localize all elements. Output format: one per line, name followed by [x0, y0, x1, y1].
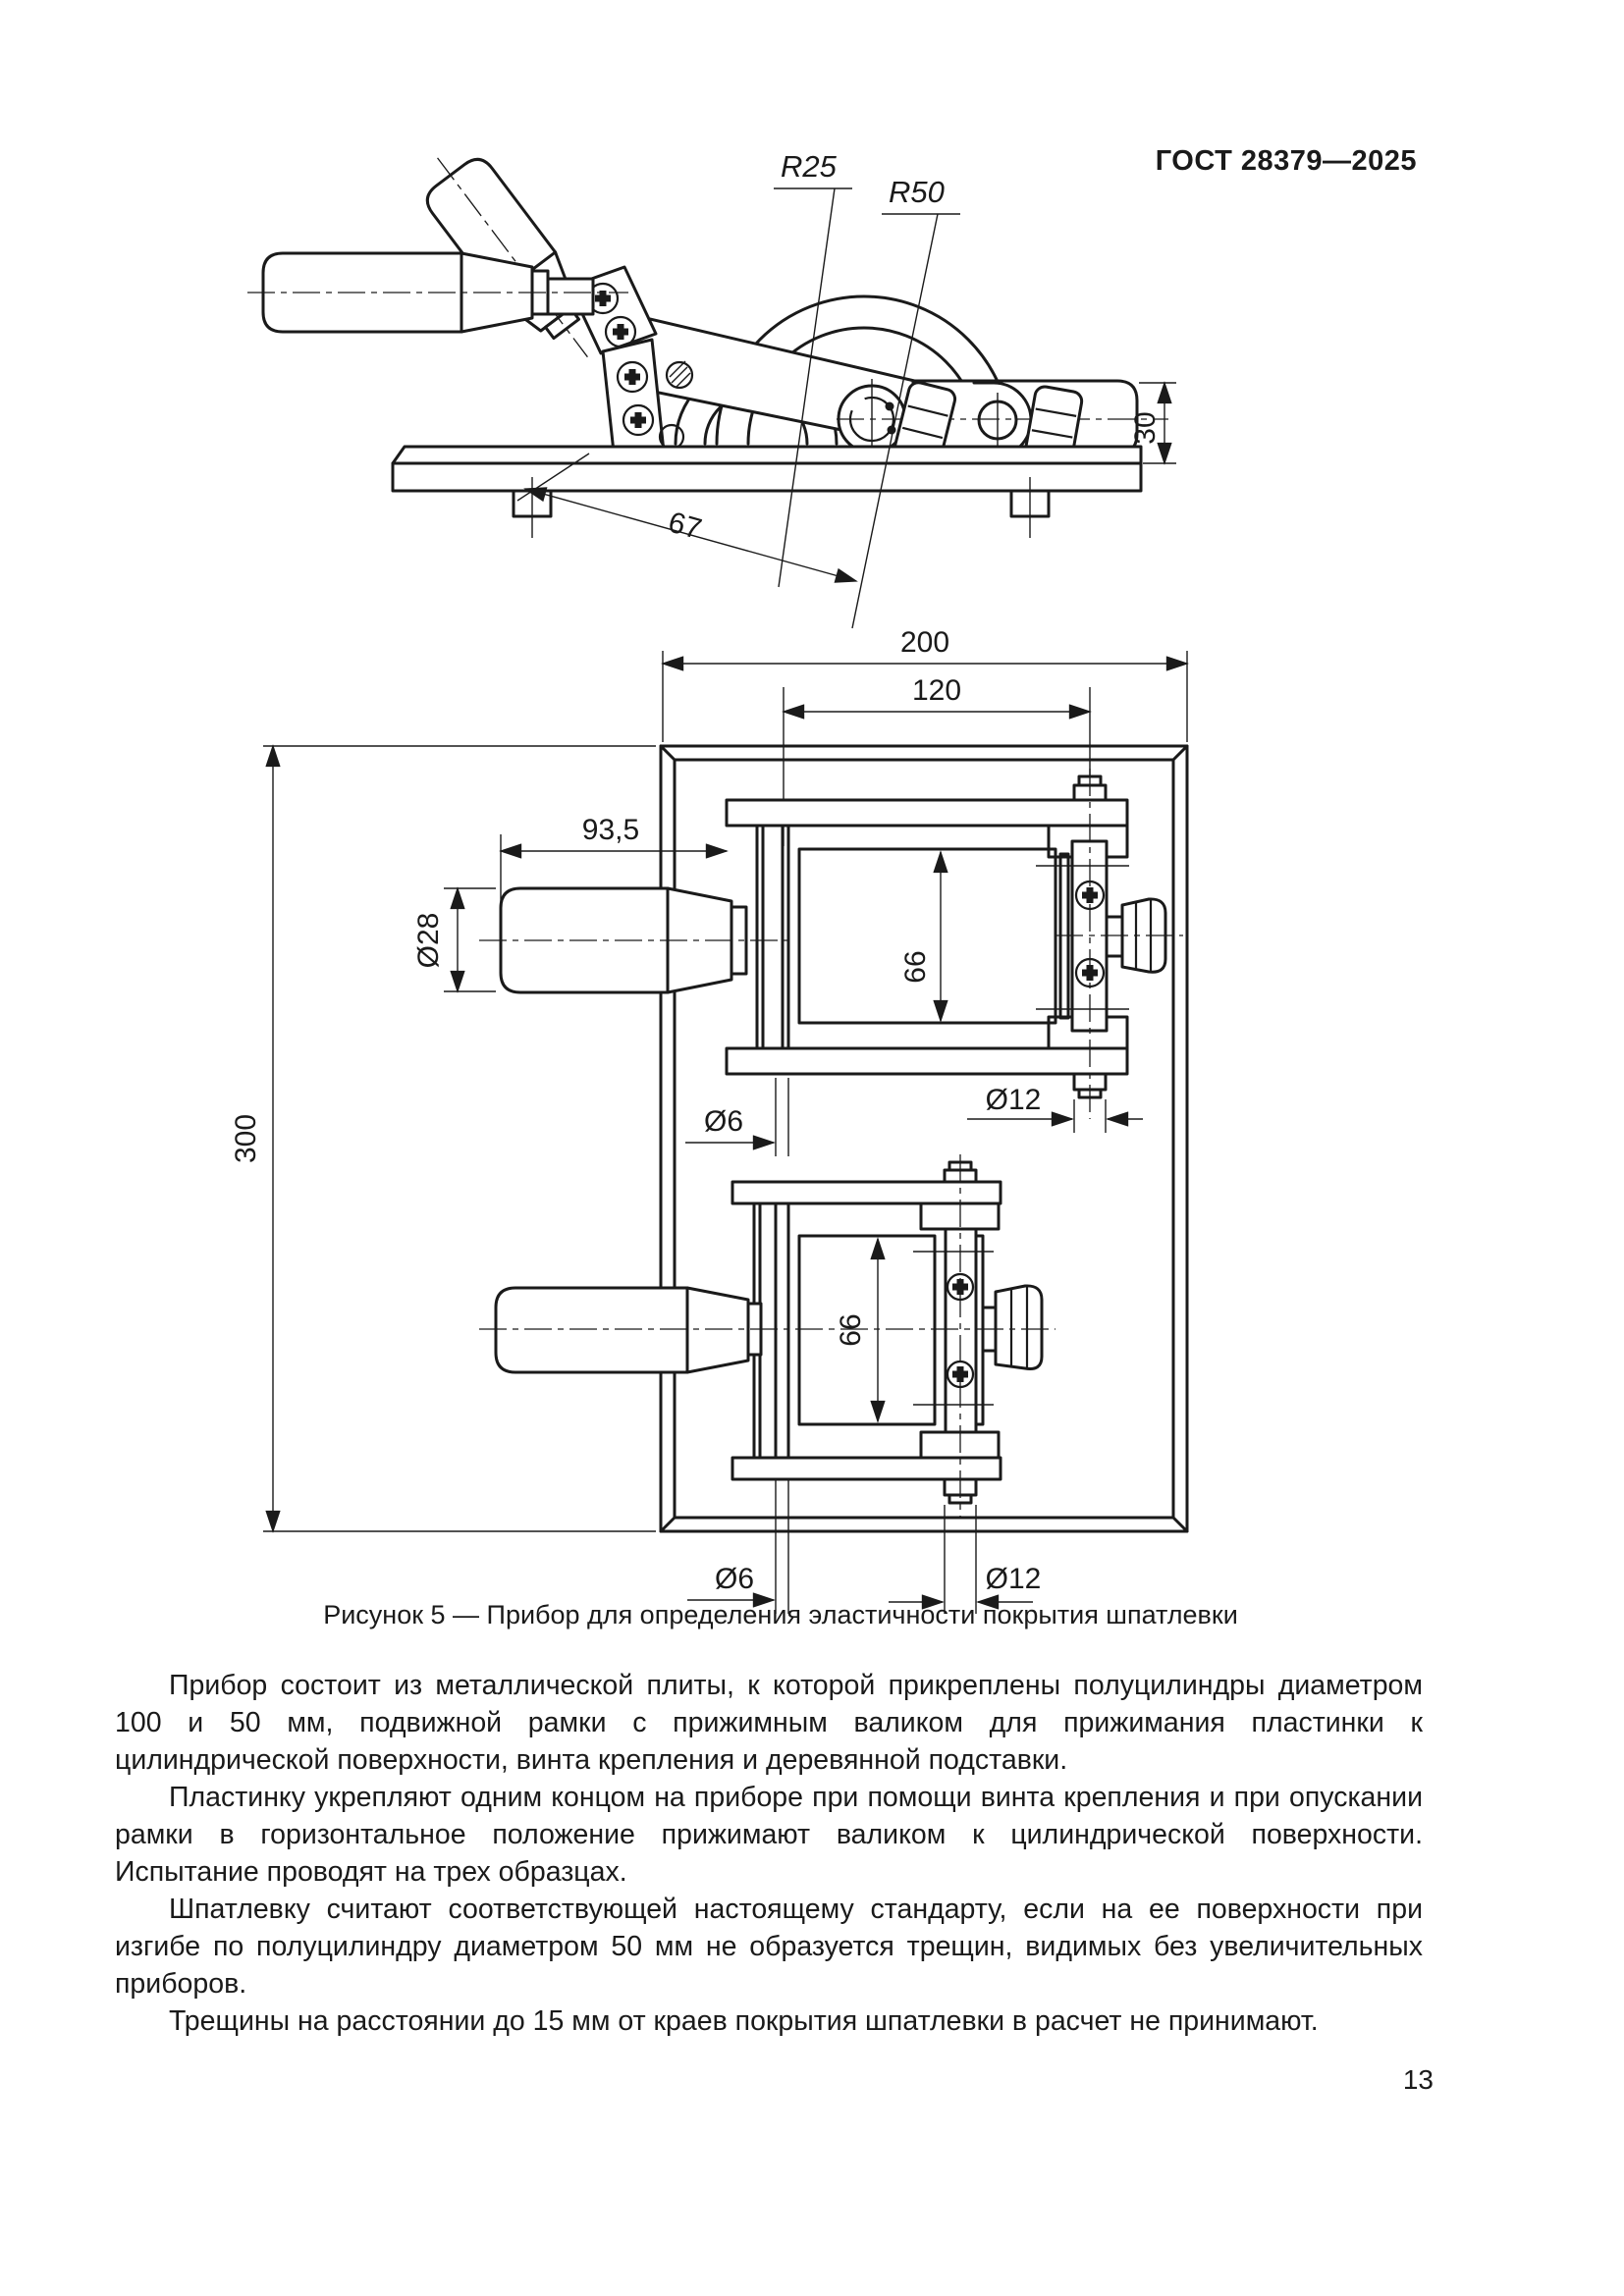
phillips-screw — [586, 282, 620, 315]
upper-frame-handle — [479, 886, 795, 994]
dim-label-30: 30 — [1129, 411, 1162, 444]
base-plate — [391, 445, 1143, 538]
page-number: 13 — [1402, 2064, 1434, 2095]
phillips-screw — [622, 403, 655, 437]
horizontal-handle — [247, 251, 628, 334]
figure-caption: Рисунок 5 — Прибор для определения эласт… — [323, 1600, 1238, 1629]
set-screw — [665, 360, 694, 390]
snap-ring-lug — [885, 401, 894, 411]
leader-line — [851, 213, 939, 629]
bracket-strip-lower — [601, 338, 666, 463]
figure-5-drawing: R25 R50 30 67 — [230, 149, 1189, 1614]
specimen-plate — [797, 1234, 937, 1426]
plan-view-drawing: 200 120 300 93,5 — [230, 626, 1189, 1614]
dim-label-66-upper: 66 — [899, 950, 932, 983]
knob-collar — [1105, 915, 1124, 958]
lower-frame-handle — [479, 1286, 1056, 1374]
phillips-screw — [604, 315, 637, 348]
dim-label-93-5: 93,5 — [582, 814, 639, 846]
frame-flange — [731, 1456, 1002, 1481]
paragraph: Трещины на расстоянии до 15 мм от краев … — [169, 2005, 1319, 2037]
paragraph: Шпатлевку считают соответствующей настоя… — [115, 1894, 1423, 2000]
dim-label-d28: Ø28 — [412, 913, 445, 969]
dim-label-d12-bottom: Ø12 — [986, 1563, 1042, 1595]
frame-flange — [731, 1180, 1002, 1205]
dim-label-200: 200 — [900, 626, 949, 659]
dim-label-d6-mid: Ø6 — [704, 1105, 743, 1138]
frame-flange — [725, 1046, 1129, 1076]
side-view-drawing: R25 R50 30 67 — [247, 149, 1176, 629]
specimen-plate — [797, 847, 1057, 1025]
paragraph: Прибор состоит из металлической плиты, к… — [115, 1670, 1423, 1776]
dim-label-300: 300 — [230, 1114, 262, 1163]
phillips-screw — [616, 360, 649, 394]
upper-frame: 66 — [725, 769, 1183, 1119]
dim-label-120: 120 — [912, 674, 961, 707]
dim-label-d12-mid: Ø12 — [986, 1084, 1042, 1116]
dim-label-r50: R50 — [889, 175, 945, 209]
dim-label-r25: R25 — [781, 149, 838, 184]
snap-ring-lug — [887, 425, 896, 435]
dim-label-d6-bottom: Ø6 — [715, 1563, 754, 1595]
frame-flange — [725, 798, 1129, 828]
dim-label-67: 67 — [665, 506, 705, 546]
knurled-knob — [1120, 897, 1167, 974]
dim-label-66-lower: 66 — [835, 1313, 867, 1346]
lower-frame: 66 — [731, 1154, 1044, 1517]
metal-plate — [659, 744, 1189, 1533]
knurled-knob — [994, 1284, 1044, 1370]
standard-designation: ГОСТ 28379—2025 — [1155, 145, 1417, 177]
dimension-line — [523, 487, 858, 583]
paragraph: Пластинку укрепляют одним концом на приб… — [115, 1782, 1423, 1888]
body-text: Прибор состоит из металлической плиты, к… — [115, 1667, 1423, 2040]
